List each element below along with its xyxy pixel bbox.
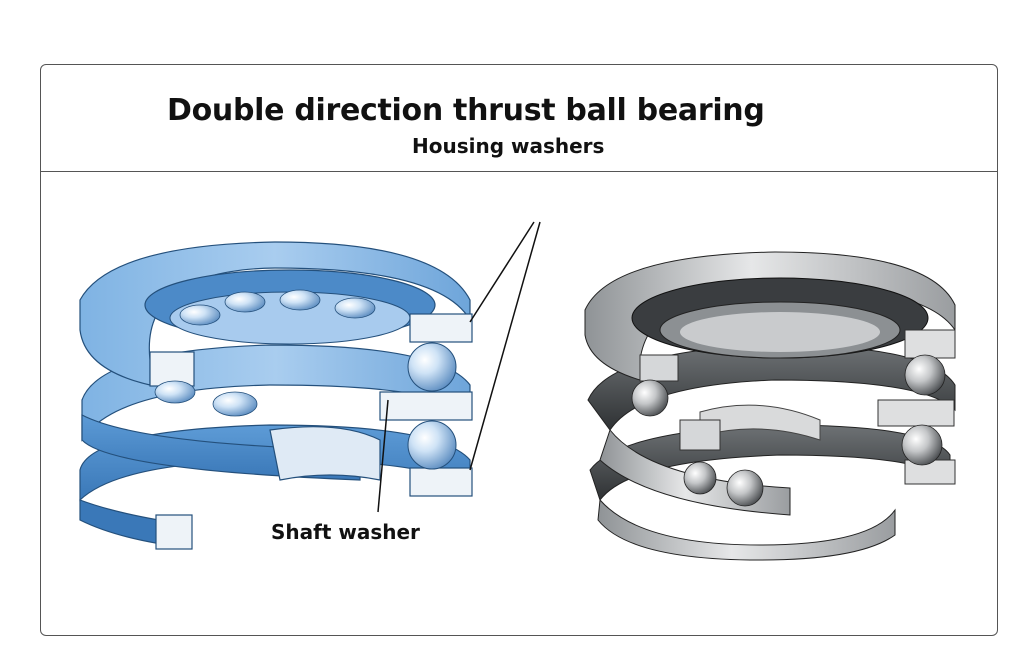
- housing-washers-label: Housing washers: [412, 134, 605, 158]
- shaft-washer-label: Shaft washer: [271, 520, 420, 544]
- steel-bearing-photo-illustration: [584, 251, 956, 561]
- blue-bearing-cutaway-illustration: [79, 221, 541, 550]
- diagram-title: Double direction thrust ball bearing: [167, 93, 765, 128]
- title-bar: Double direction thrust ball bearing: [41, 65, 997, 172]
